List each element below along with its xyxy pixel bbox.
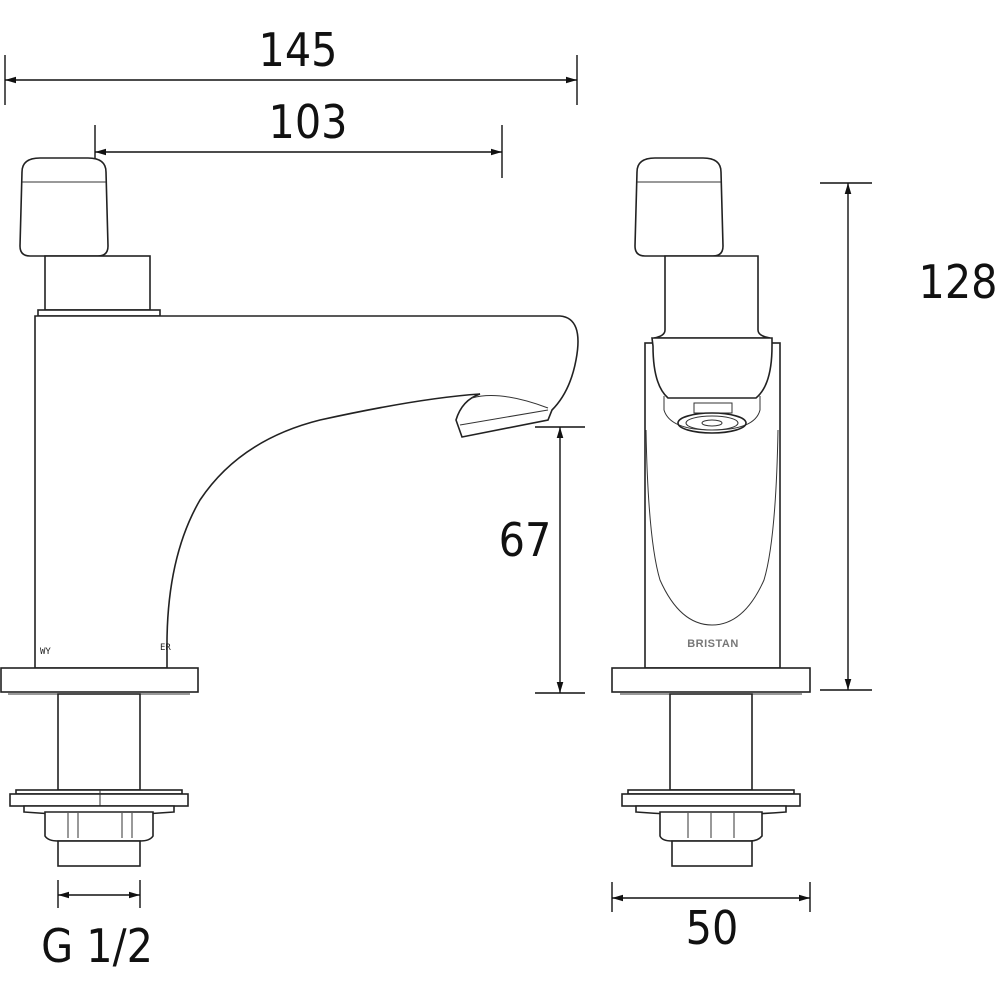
tap-side-view: WY ER	[0, 157, 579, 867]
dimension-base-width: 50	[611, 882, 811, 955]
dimension-spout-reach: 103	[94, 95, 503, 178]
washer	[9, 793, 189, 807]
shank-front	[669, 693, 753, 791]
dimension-label-145: 145	[259, 23, 338, 77]
washer-front	[621, 793, 801, 807]
back-nut	[44, 811, 154, 842]
aerator	[677, 412, 747, 434]
dimension-label-50: 50	[686, 901, 739, 955]
dimension-label-67: 67	[499, 513, 552, 567]
base-plate-front	[611, 667, 811, 693]
thread-tail	[57, 840, 141, 867]
dimension-label-128: 128	[919, 255, 998, 309]
push-button-knob-front	[634, 157, 724, 257]
base-plate	[0, 667, 199, 693]
tap-body-spout	[34, 315, 579, 669]
dimension-spout-height: 67	[499, 426, 585, 694]
dimension-overall-length: 145	[4, 23, 578, 105]
brand-mark: BRISTAN	[687, 638, 739, 650]
svg-text:WY: WY	[40, 647, 51, 657]
dimension-overall-height: 128	[820, 182, 998, 691]
dimension-thread: G 1/2	[41, 880, 153, 973]
dimension-label-thread: G 1/2	[41, 919, 153, 973]
push-button-knob	[19, 157, 109, 257]
dimension-label-103: 103	[269, 95, 348, 149]
tap-front-view: BRISTAN	[611, 157, 811, 867]
svg-text:ER: ER	[160, 643, 171, 653]
shank	[57, 693, 141, 791]
knob-stem	[44, 255, 151, 311]
